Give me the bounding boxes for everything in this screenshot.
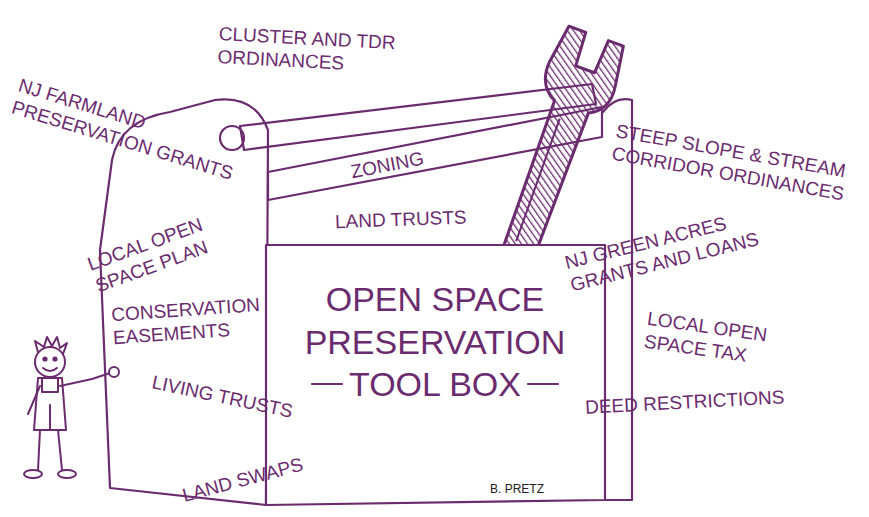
toolbox-board-label: LAND TRUSTS	[335, 205, 516, 234]
man-shoe	[58, 470, 76, 478]
tool-label: NJ GREEN ACRES GRANTS AND LOANS	[563, 201, 783, 297]
man-smile	[43, 368, 57, 371]
man-seam	[49, 405, 51, 430]
man-head	[35, 347, 65, 377]
toolbox-title: OPEN SPACE PRESERVATION TOOL BOX	[280, 278, 590, 406]
man-hand	[109, 367, 119, 377]
toolbox-handle	[240, 84, 596, 150]
man-eye	[43, 357, 46, 360]
man-arm	[28, 386, 40, 414]
man-legs	[38, 430, 62, 470]
man-arm	[60, 373, 110, 386]
tool-label: NJ FARMLAND PRESERVATION GRANTS	[9, 74, 261, 191]
tool-label: LOCAL OPEN SPACE TAX	[643, 308, 798, 374]
wrench-groove	[515, 119, 560, 242]
toolbox-divider	[268, 107, 602, 200]
man-shoe	[24, 470, 42, 478]
tool-label: DEED RESTRICTIONS	[585, 383, 846, 419]
man-eye	[53, 357, 56, 360]
tool-label: LOCAL OPEN SPACE PLAN	[85, 204, 242, 298]
artist-signature: B. PRETZ	[490, 482, 610, 496]
tool-label: STEEP SLOPE & STREAM CORRIDOR ORDINANCES	[610, 120, 869, 209]
toolbox-front	[266, 245, 605, 505]
tool-label: CLUSTER AND TDR ORDINANCES	[217, 23, 409, 78]
man-bib	[42, 378, 58, 392]
toolbox-board-label: ZONING	[349, 139, 471, 184]
